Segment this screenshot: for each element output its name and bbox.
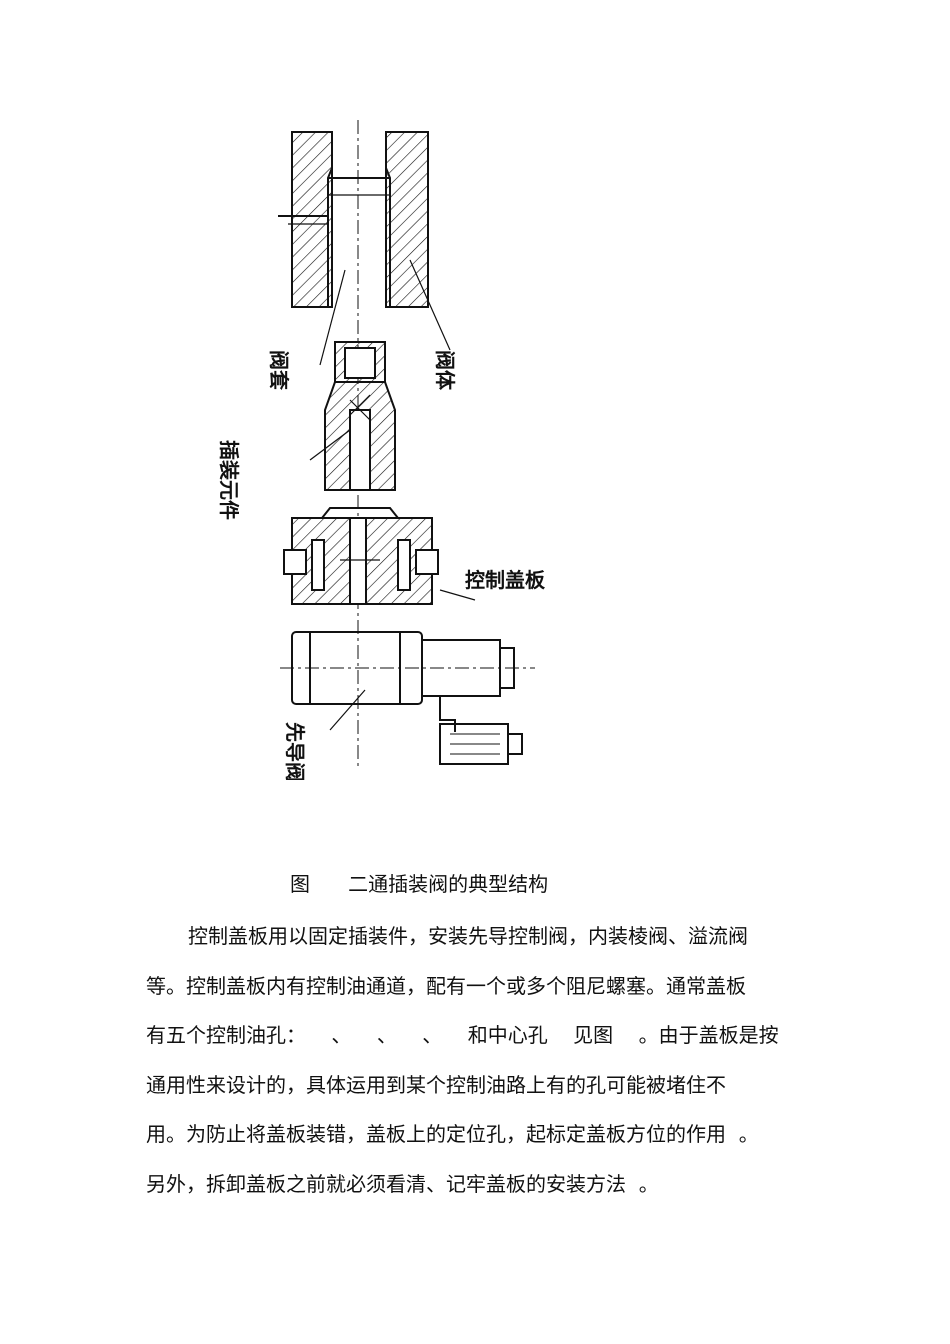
body-paragraph: 控制盖板用以固定插装件，安装先导控制阀，内装棱阀、溢流阀 等。控制盖板内有控制油… bbox=[146, 912, 826, 1209]
figure-caption: 图 二通插装阀的典型结构 bbox=[290, 872, 549, 896]
valve-sleeve bbox=[327, 132, 391, 307]
label-valve-body: 阀体 bbox=[433, 350, 457, 391]
text-line: 有五个控制油孔： 、 、 、 和中心孔 见图 。由于盖板是按 bbox=[146, 1023, 779, 1047]
text-line: 用。为防止将盖板装错，盖板上的定位孔，起标定盖板方位的作用 。 bbox=[146, 1122, 759, 1146]
text-line: 另外，拆卸盖板之前就必须看清、记牢盖板的安装方法 。 bbox=[146, 1171, 659, 1196]
cartridge-valve-drawing: 阀套 阀体 插装元件 控制盖板 先导阀 bbox=[217, 120, 546, 780]
text-line: 控制盖板用以固定插装件，安装先导控制阀，内装棱阀、溢流阀 bbox=[188, 924, 748, 948]
control-cover-plate bbox=[283, 507, 439, 605]
cartridge-element bbox=[324, 341, 396, 491]
valve-body-left-wall bbox=[291, 131, 333, 308]
text-line: 等。控制盖板内有控制油通道，配有一个或多个阻尼螺塞。通常盖板 bbox=[146, 973, 746, 998]
text-line: 通用性来设计的，具体运用到某个控制油路上有的孔可能被堵住不 bbox=[146, 1072, 726, 1097]
valve-body-right-wall bbox=[385, 131, 429, 308]
label-cartridge-element: 插装元件 bbox=[217, 440, 241, 520]
label-control-cover: 控制盖板 bbox=[465, 568, 546, 592]
pilot-valve bbox=[280, 631, 535, 765]
label-valve-sleeve: 阀套 bbox=[267, 350, 291, 390]
label-pilot-valve: 先导阀 bbox=[283, 722, 307, 780]
